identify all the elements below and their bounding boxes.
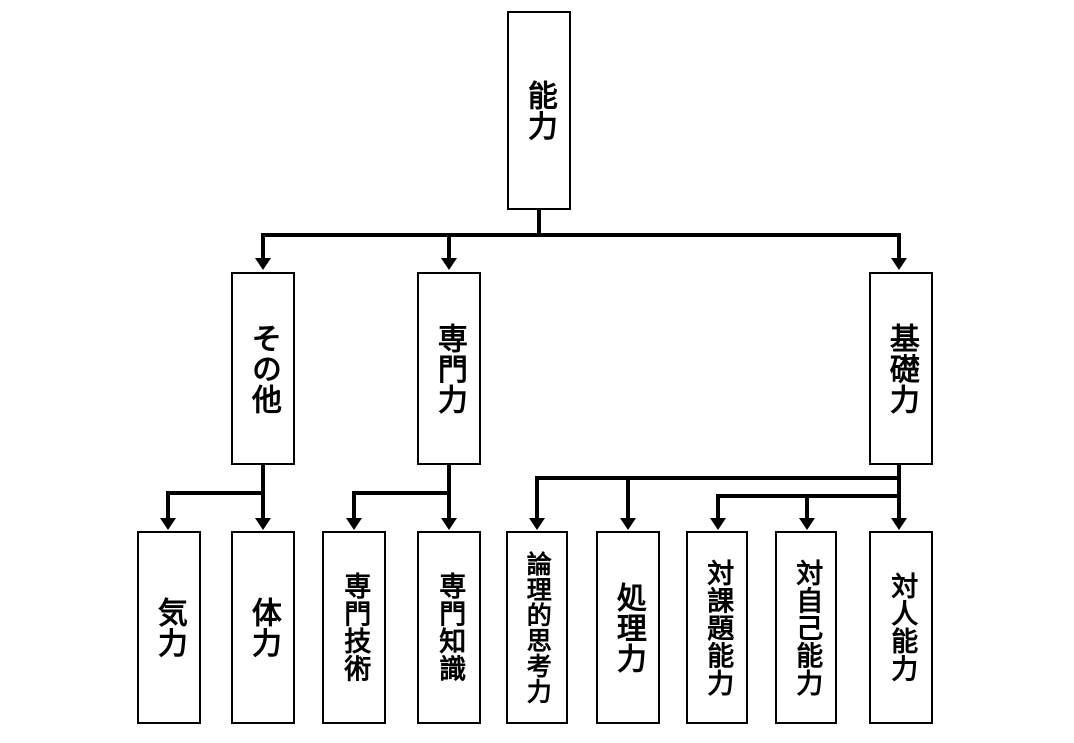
node-kiso-label: 基礎力 (883, 322, 919, 415)
node-taijin[interactable]: 対人能力 (869, 531, 933, 724)
connector-kiso-bus-upper (535, 476, 901, 480)
connector-kiso-to-shori (626, 476, 630, 518)
connector-kiso-to-taikadai (716, 494, 720, 518)
connector-senmon-bus (352, 491, 451, 495)
node-tairyoku-label: 体力 (245, 596, 281, 659)
arrowhead-ronriteki (529, 518, 545, 530)
node-kiso[interactable]: 基礎力 (869, 272, 933, 465)
arrowhead-taikadai (710, 518, 726, 530)
connector-root-to-sonota (261, 233, 265, 258)
arrowhead-taijin (891, 518, 907, 530)
connector-senmon-to-gijutsu (352, 491, 356, 518)
arrowhead-kiryoku (160, 518, 176, 530)
arrowhead-sonota (255, 258, 271, 270)
node-root[interactable]: 能力 (507, 11, 571, 210)
arrowhead-taijiko (799, 518, 815, 530)
arrowhead-senmon (441, 258, 457, 270)
node-ronriteki-label: 論理的思考力 (523, 551, 553, 704)
connector-senmon-to-chishiki (447, 491, 451, 518)
node-taikadai-label: 対課題能力 (702, 558, 734, 697)
connector-kiso-to-ronriteki (535, 476, 539, 518)
connector-sonota-to-kiryoku (166, 491, 170, 518)
node-senmon-chishiki-label: 専門知識 (434, 572, 466, 683)
arrowhead-kiso (891, 258, 907, 270)
arrowhead-tairyoku (255, 518, 271, 530)
connector-root-to-senmon (447, 233, 451, 258)
connector-root-to-kiso (897, 233, 901, 258)
node-senmon-gijutsu-label: 専門技術 (339, 572, 371, 683)
node-senmon-chishiki[interactable]: 専門知識 (417, 531, 481, 724)
node-sonota[interactable]: その他 (231, 272, 295, 465)
node-tairyoku[interactable]: 体力 (231, 531, 295, 724)
connector-kiso-to-taijiko (805, 494, 809, 518)
arrowhead-senmon-chishiki (441, 518, 457, 530)
arrowhead-senmon-gijutsu (346, 518, 362, 530)
node-taijiko[interactable]: 対自己能力 (775, 531, 837, 724)
connector-sonota-stem (261, 465, 265, 495)
connector-sonota-bus (166, 491, 265, 495)
node-shori[interactable]: 処理力 (596, 531, 660, 724)
connector-root-stem (537, 210, 541, 237)
node-kiryoku[interactable]: 気力 (137, 531, 201, 724)
node-shori-label: 処理力 (610, 581, 646, 674)
arrowhead-shori (620, 518, 636, 530)
connector-senmon-stem (447, 465, 451, 495)
connector-root-bus (261, 233, 901, 237)
connector-sonota-to-tairyoku (261, 491, 265, 518)
node-root-label: 能力 (521, 79, 557, 142)
node-senmon[interactable]: 専門力 (417, 272, 481, 465)
node-senmon-label: 専門力 (431, 322, 467, 415)
node-senmon-gijutsu[interactable]: 専門技術 (322, 531, 386, 724)
node-kiryoku-label: 気力 (151, 596, 187, 659)
node-ronriteki[interactable]: 論理的思考力 (506, 531, 568, 724)
node-taikadai[interactable]: 対課題能力 (686, 531, 748, 724)
node-taijiko-label: 対自己能力 (791, 558, 823, 697)
node-sonota-label: その他 (245, 322, 281, 415)
connector-kiso-stem (897, 465, 901, 518)
node-taijin-label: 対人能力 (886, 572, 918, 683)
